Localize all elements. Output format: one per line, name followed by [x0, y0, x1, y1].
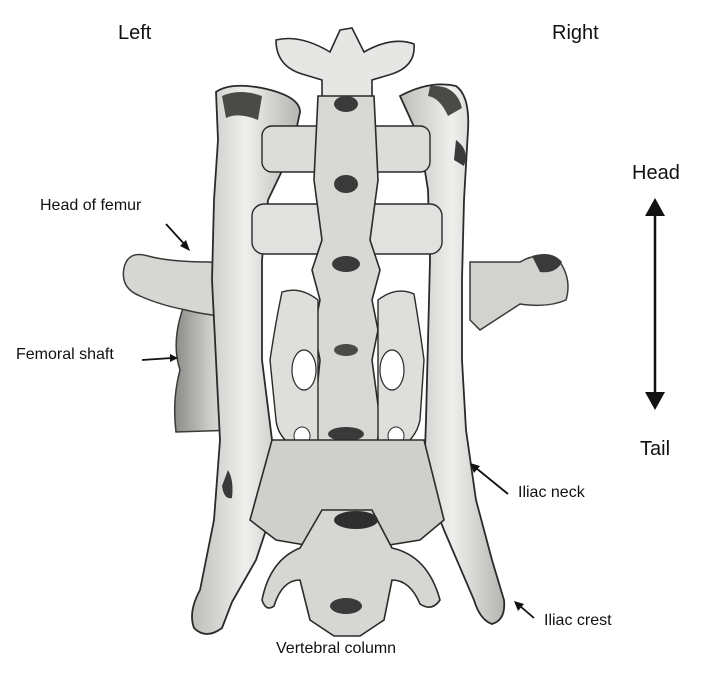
- tail-direction-label: Tail: [640, 438, 671, 460]
- right-side-label: Right: [552, 22, 599, 44]
- femoral-shaft-label: Femoral shaft: [16, 346, 114, 363]
- pointer-arrow-head-of-femur: [165, 223, 190, 251]
- right-femur-head-shape: [469, 254, 569, 331]
- iliac-crest-label: Iliac crest: [544, 612, 612, 629]
- right-ilium-shape: [398, 83, 506, 625]
- pointer-arrow-iliac-crest: [514, 601, 535, 619]
- head-tail-arrow: [645, 198, 665, 410]
- head-direction-label: Head: [632, 162, 680, 184]
- head-of-femur-label: Head of femur: [40, 197, 142, 214]
- pointer-arrow-iliac-neck: [470, 463, 509, 495]
- left-femur-head-shape: [122, 253, 237, 319]
- left-side-label: Left: [118, 22, 152, 44]
- pointer-arrow-femoral-shaft: [141, 354, 178, 362]
- vertebral-column-label: Vertebral column: [276, 640, 397, 657]
- iliac-neck-label: Iliac neck: [518, 484, 585, 501]
- vertebral-column-shape: [249, 27, 445, 637]
